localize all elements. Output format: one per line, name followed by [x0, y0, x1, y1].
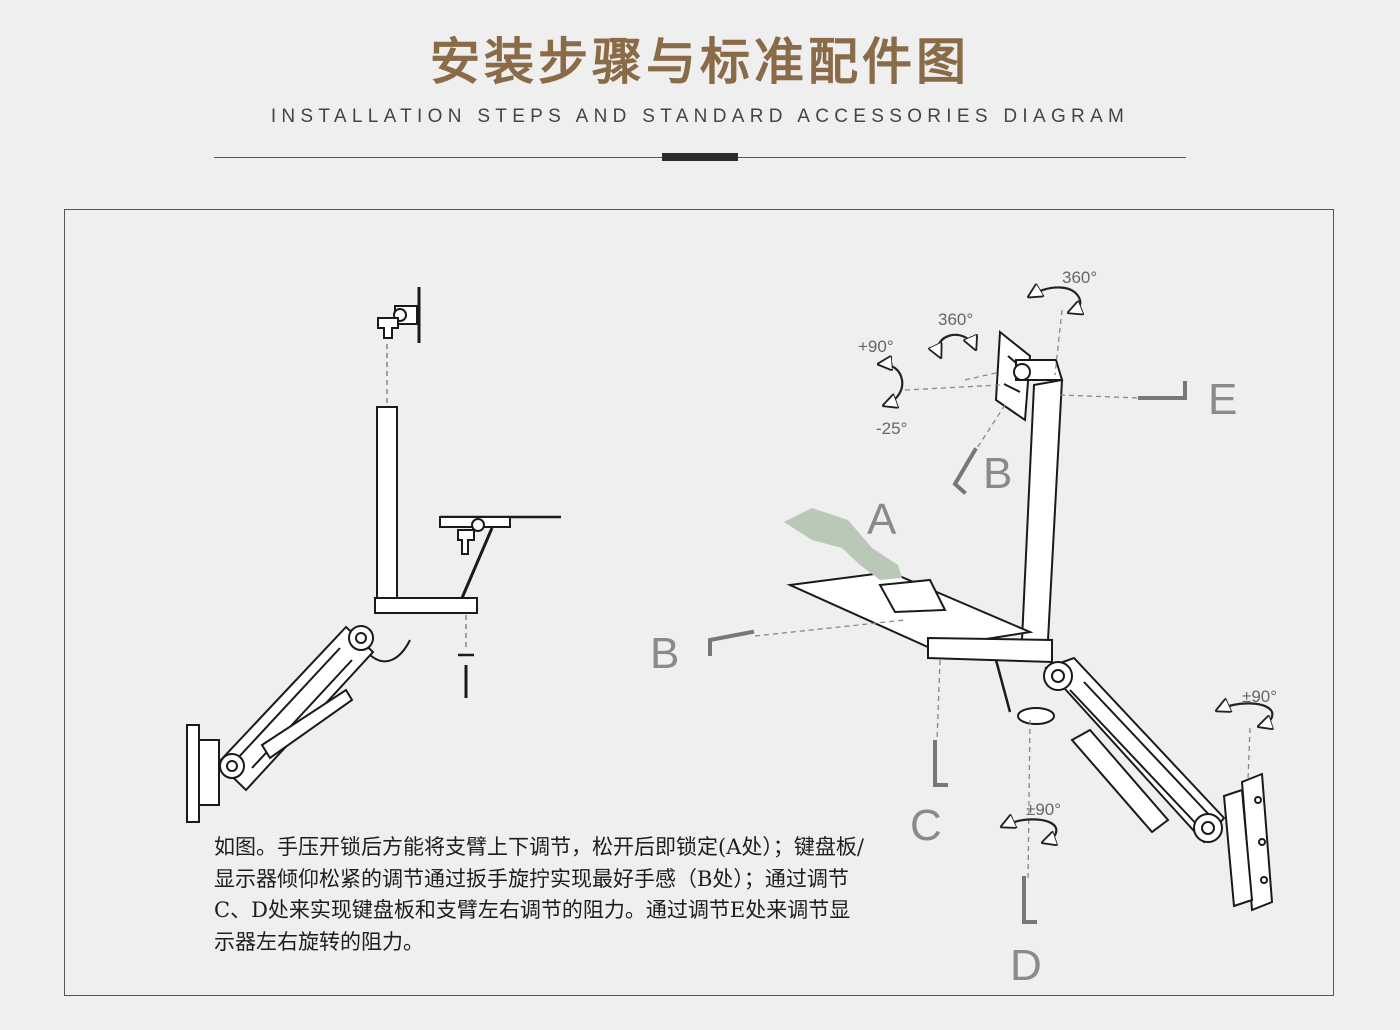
tall-pole — [1020, 378, 1064, 641]
page-title: 安装步骤与标准配件图 — [430, 33, 970, 91]
screw-part — [458, 653, 474, 698]
left-assembly — [186, 287, 561, 823]
divider-accent — [662, 153, 738, 161]
hex-key-icon — [952, 447, 978, 495]
gas-spring-arm — [216, 625, 411, 792]
angle-labels: 360° 360° +90° -25° ±90° ±90° — [858, 268, 1277, 819]
callout-label-c: C — [910, 801, 942, 850]
hex-key-icons — [708, 381, 1187, 924]
callout-label-b: B — [983, 449, 1012, 498]
pole — [376, 406, 398, 612]
angle-label: +90° — [858, 337, 894, 356]
callout-label-e: E — [1208, 375, 1237, 424]
angle-label: -25° — [876, 419, 907, 438]
tilt-arrow-icon — [880, 364, 904, 405]
tray-link — [994, 659, 1012, 713]
rotation-arrow-icon — [1003, 819, 1056, 842]
diagram-frame — [64, 209, 1334, 996]
vesa-head — [994, 330, 1064, 422]
callout-labels: A B B C D E — [650, 375, 1237, 990]
rotation-arrows — [880, 287, 1272, 842]
hex-key-icon — [1138, 381, 1187, 400]
wall-plate — [1222, 772, 1274, 912]
right-assembly — [786, 330, 1274, 912]
monitor-head-part — [377, 287, 421, 343]
angle-label: ±90° — [1026, 800, 1061, 819]
gas-spring-arm — [1017, 656, 1226, 844]
hex-key-icon — [708, 629, 755, 656]
callout-label-b: B — [650, 629, 679, 678]
rotation-arrow-icon — [1218, 703, 1272, 726]
keyboard-tray — [786, 570, 1034, 650]
hand-icon — [784, 508, 902, 580]
keyboard-tray-part — [439, 515, 561, 599]
page-subtitle: INSTALLATION STEPS AND STANDARD ACCESSOR… — [270, 106, 1130, 127]
callout-label-d: D — [1010, 941, 1042, 990]
angle-label: 360° — [1062, 268, 1097, 287]
horizontal-arm — [927, 636, 1053, 664]
hex-key-icon — [933, 740, 948, 787]
angle-label: ±90° — [1242, 687, 1277, 706]
hex-key-icon — [1022, 876, 1037, 924]
callout-label-a: A — [867, 495, 897, 544]
wall-plate — [186, 724, 220, 823]
angle-label: 360° — [938, 310, 973, 329]
horizontal-arm — [374, 597, 478, 614]
description-text: 如图。手压开锁后方能将支臂上下调节，松开后即锁定(A处）；键盘板/显示器倾仰松紧… — [214, 835, 864, 954]
rotation-arrow-icon — [938, 335, 975, 356]
rotation-arrow-icon — [1030, 287, 1080, 312]
